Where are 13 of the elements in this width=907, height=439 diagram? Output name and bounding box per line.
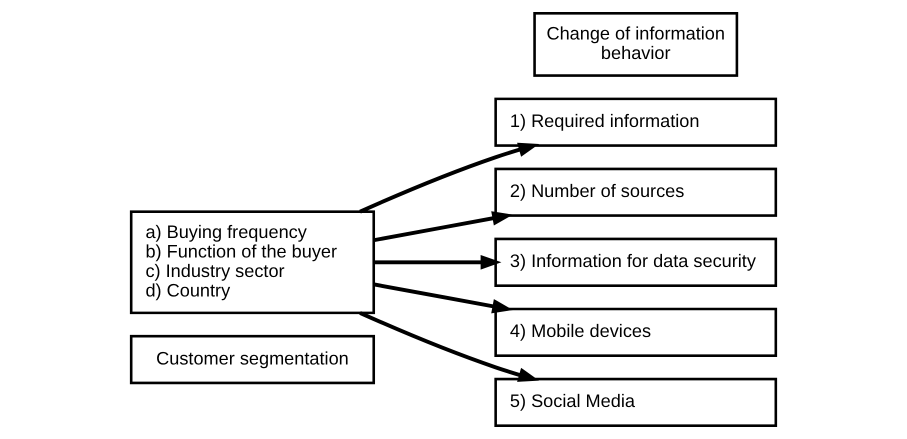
arrow (374, 282, 513, 314)
node-box: 1) Required information (494, 98, 778, 147)
arrow (374, 255, 502, 270)
node-box: 5) Social Media (494, 378, 778, 428)
arrow (359, 142, 540, 214)
arrow (374, 211, 513, 242)
arrow (359, 311, 540, 382)
node-box: 2) Number of sources (494, 168, 778, 217)
node-box: 3) Information for data security (494, 238, 778, 287)
node-box: 4) Mobile devices (494, 308, 778, 357)
node-box: Customer segmentation (130, 334, 376, 384)
node-box: a) Buying frequency b) Function of the buyer c) Industry sector d) Country (130, 210, 376, 314)
node-box: Change of information behavior (533, 12, 738, 77)
